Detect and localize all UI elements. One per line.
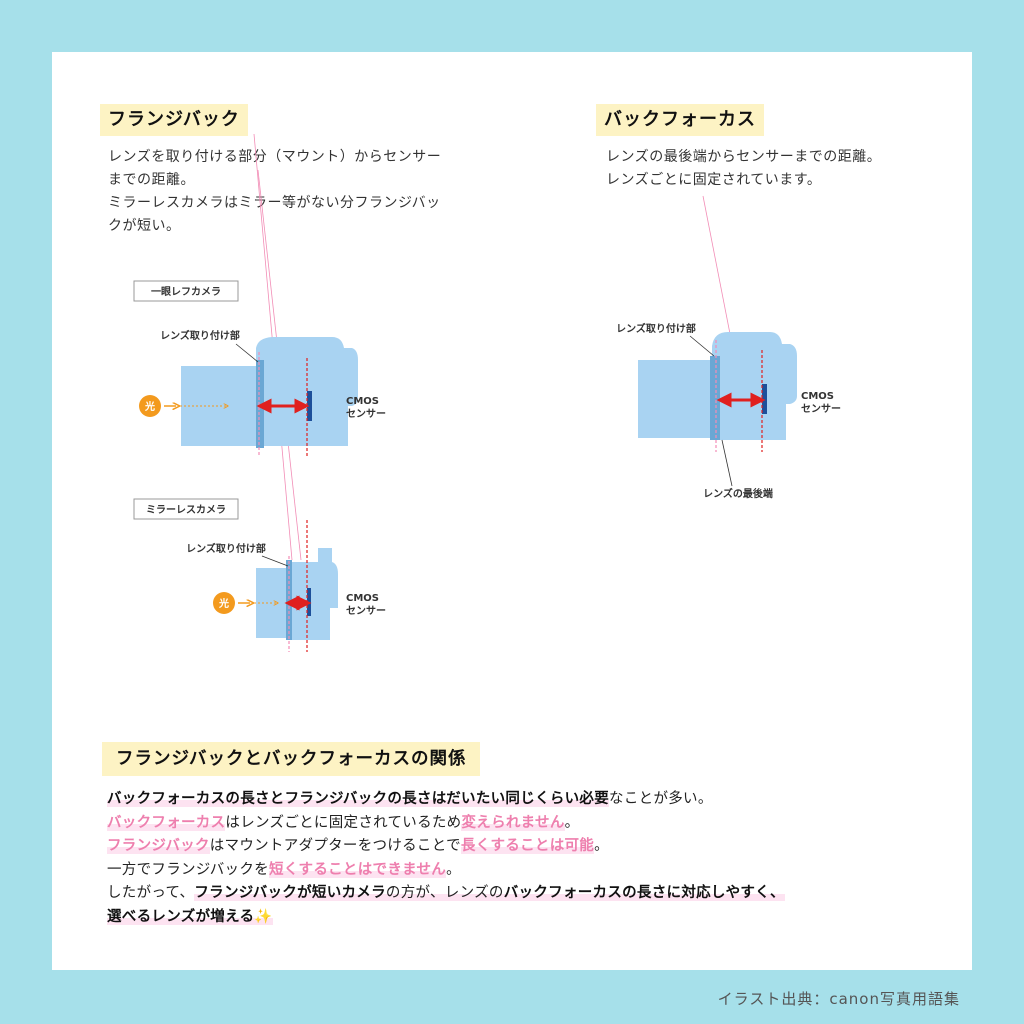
lens-rear-label: レンズの最後端 [703,487,773,500]
relation-title: フランジバックとバックフォーカスの関係 [102,742,481,776]
mirrorless-label: ミラーレスカメラ [146,504,226,516]
back-focus-camera-illustration: レンズ取り付け部 CMOS センサー レンズの最後端 [616,322,841,500]
bf-sensor-label-2: センサー [801,403,841,415]
flange-back-description: レンズを取り付ける部分（マウント）からセンサー までの距離。 ミラーレスカメラは… [108,149,442,234]
flange-back-title: フランジバック [100,104,248,136]
mirrorless-sensor-label-1: CMOS [346,593,379,604]
mirrorless-camera-illustration: ミラーレスカメラ 光 レンズ取り付け部 CMOS センサー [133,498,386,652]
sparkle-icon: ✨ [254,908,273,925]
back-focus-description: レンズの最後端からセンサーまでの距離。 レンズごとに固定されています。 [606,149,882,188]
slr-label: 一眼レフカメラ [151,286,221,298]
bf-mount-label: レンズ取り付け部 [616,322,696,335]
slr-camera-illustration: 一眼レフカメラ 光 レンズ取り付け部 CMOS センサー [133,280,386,456]
light-label-2: 光 [218,597,229,610]
slr-sensor-label-1: CMOS [346,396,379,407]
mirrorless-mount-label: レンズ取り付け部 [186,542,266,555]
illustration-credit: イラスト出典：canon写真用語集 [717,990,960,1008]
slr-mount-label: レンズ取り付け部 [160,329,240,342]
bf-sensor-label-1: CMOS [801,391,834,402]
back-focus-title: バックフォーカス [596,104,764,136]
mirrorless-sensor-label-2: センサー [346,605,386,617]
slr-sensor-label-2: センサー [346,408,386,420]
relation-body: バックフォーカスの長さとフランジバックの長さはだいたい同じくらい必要なことが多い… [107,791,785,925]
light-label: 光 [144,400,155,413]
